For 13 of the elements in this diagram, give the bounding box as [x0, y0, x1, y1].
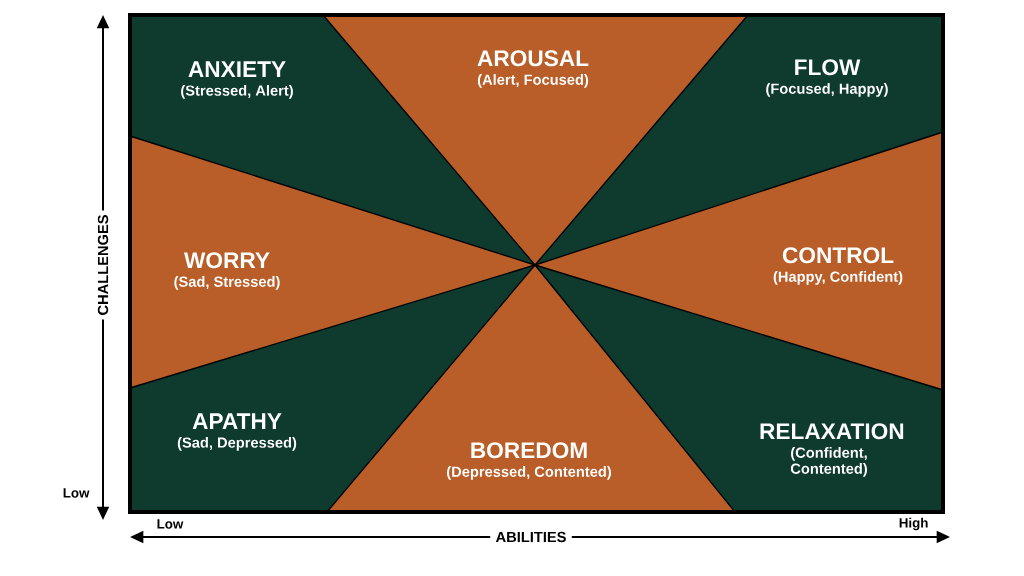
axis-tick-label: Low [63, 488, 90, 498]
axis-title: CHALLENGES [93, 210, 113, 320]
sector-label: CONTROL (Happy, Confident) [773, 247, 903, 285]
axis-title: ABILITIES [490, 526, 572, 548]
sector-label: RELAXATION (Confident, Contented) [760, 423, 904, 477]
sector-label: AROUSAL (Alert, Focused) [477, 50, 589, 88]
sector-label: APATHY (Sad, Depressed) [177, 413, 297, 451]
sector-label: FLOW (Focused, Happy) [766, 59, 888, 97]
sector-label: ANXIETY (Stressed, Alert) [181, 61, 293, 99]
sector [323, 15, 748, 265]
sector-label: BOREDOM (Depressed, Contented) [447, 442, 611, 480]
sector [327, 265, 735, 512]
sector-label: WORRY (Sad, Stressed) [174, 252, 280, 290]
